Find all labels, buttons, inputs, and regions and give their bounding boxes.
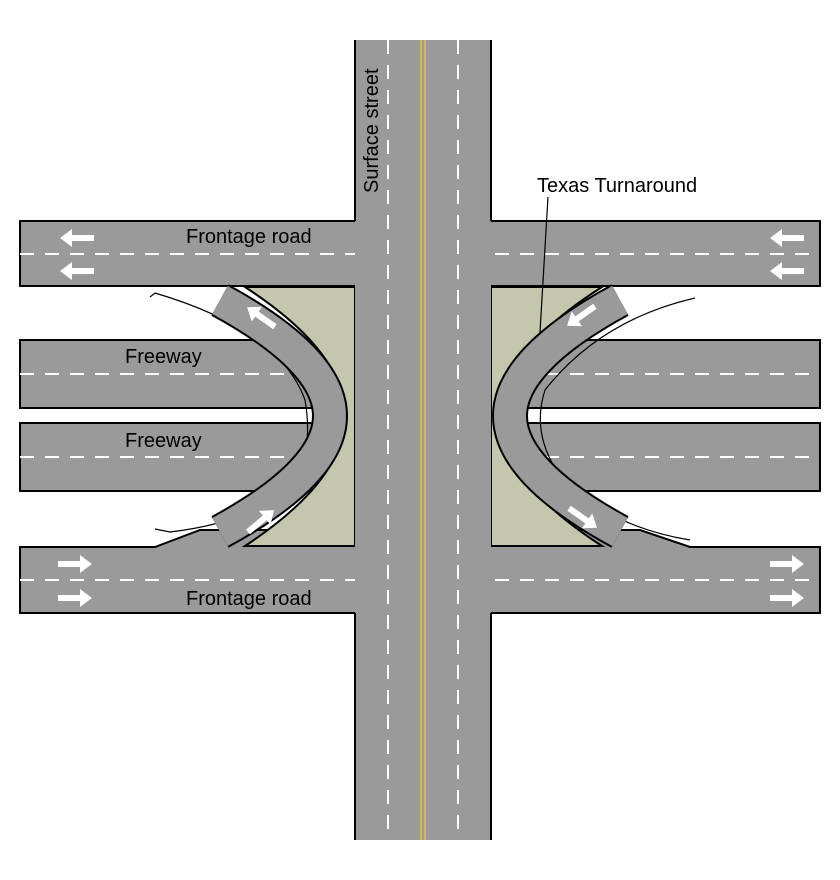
turnaround-leader-line: [539, 196, 549, 333]
frontage-road-label-bottom: Frontage road: [186, 588, 312, 610]
texas-turnaround-label: Texas Turnaround: [537, 175, 697, 197]
frontage-road-label-top: Frontage road: [186, 226, 312, 248]
texas-turnaround-right: [491, 284, 629, 548]
freeway-label-top: Freeway: [125, 346, 202, 368]
texas-turnaround-left: [211, 284, 349, 548]
freeway-label-bottom: Freeway: [125, 430, 202, 452]
surface-street: [354, 40, 492, 840]
surface-street-label: Surface street: [361, 68, 383, 193]
